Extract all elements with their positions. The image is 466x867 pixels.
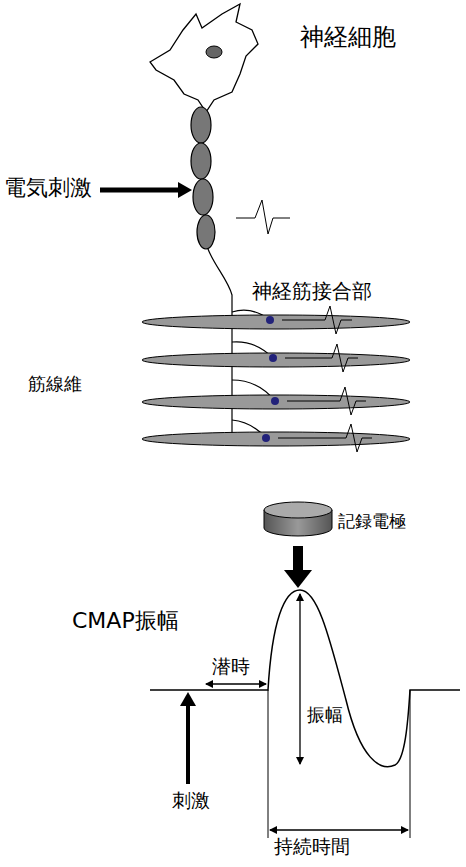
measure-label: 持続時間 — [272, 836, 352, 858]
section-title: CMAP振幅 — [70, 608, 181, 633]
part-label: 神経筋接合部 — [250, 280, 374, 303]
neuron — [150, 4, 275, 440]
part-label: 神経細胞 — [298, 24, 398, 52]
stimulus-label: 電気刺激 — [2, 175, 94, 200]
measure-label: 刺激 — [170, 790, 212, 812]
measure-label: 振幅 — [305, 705, 345, 726]
part-label: 筋線維 — [26, 374, 84, 395]
muscle-fibers — [142, 306, 410, 452]
part-label: 記録電極 — [336, 512, 408, 532]
recording-electrode — [264, 502, 332, 536]
stimulus-arrow — [100, 188, 184, 193]
measure-label: 潜時 — [210, 656, 252, 678]
nerve-potential — [236, 200, 290, 234]
cmap-waveform — [150, 590, 460, 838]
